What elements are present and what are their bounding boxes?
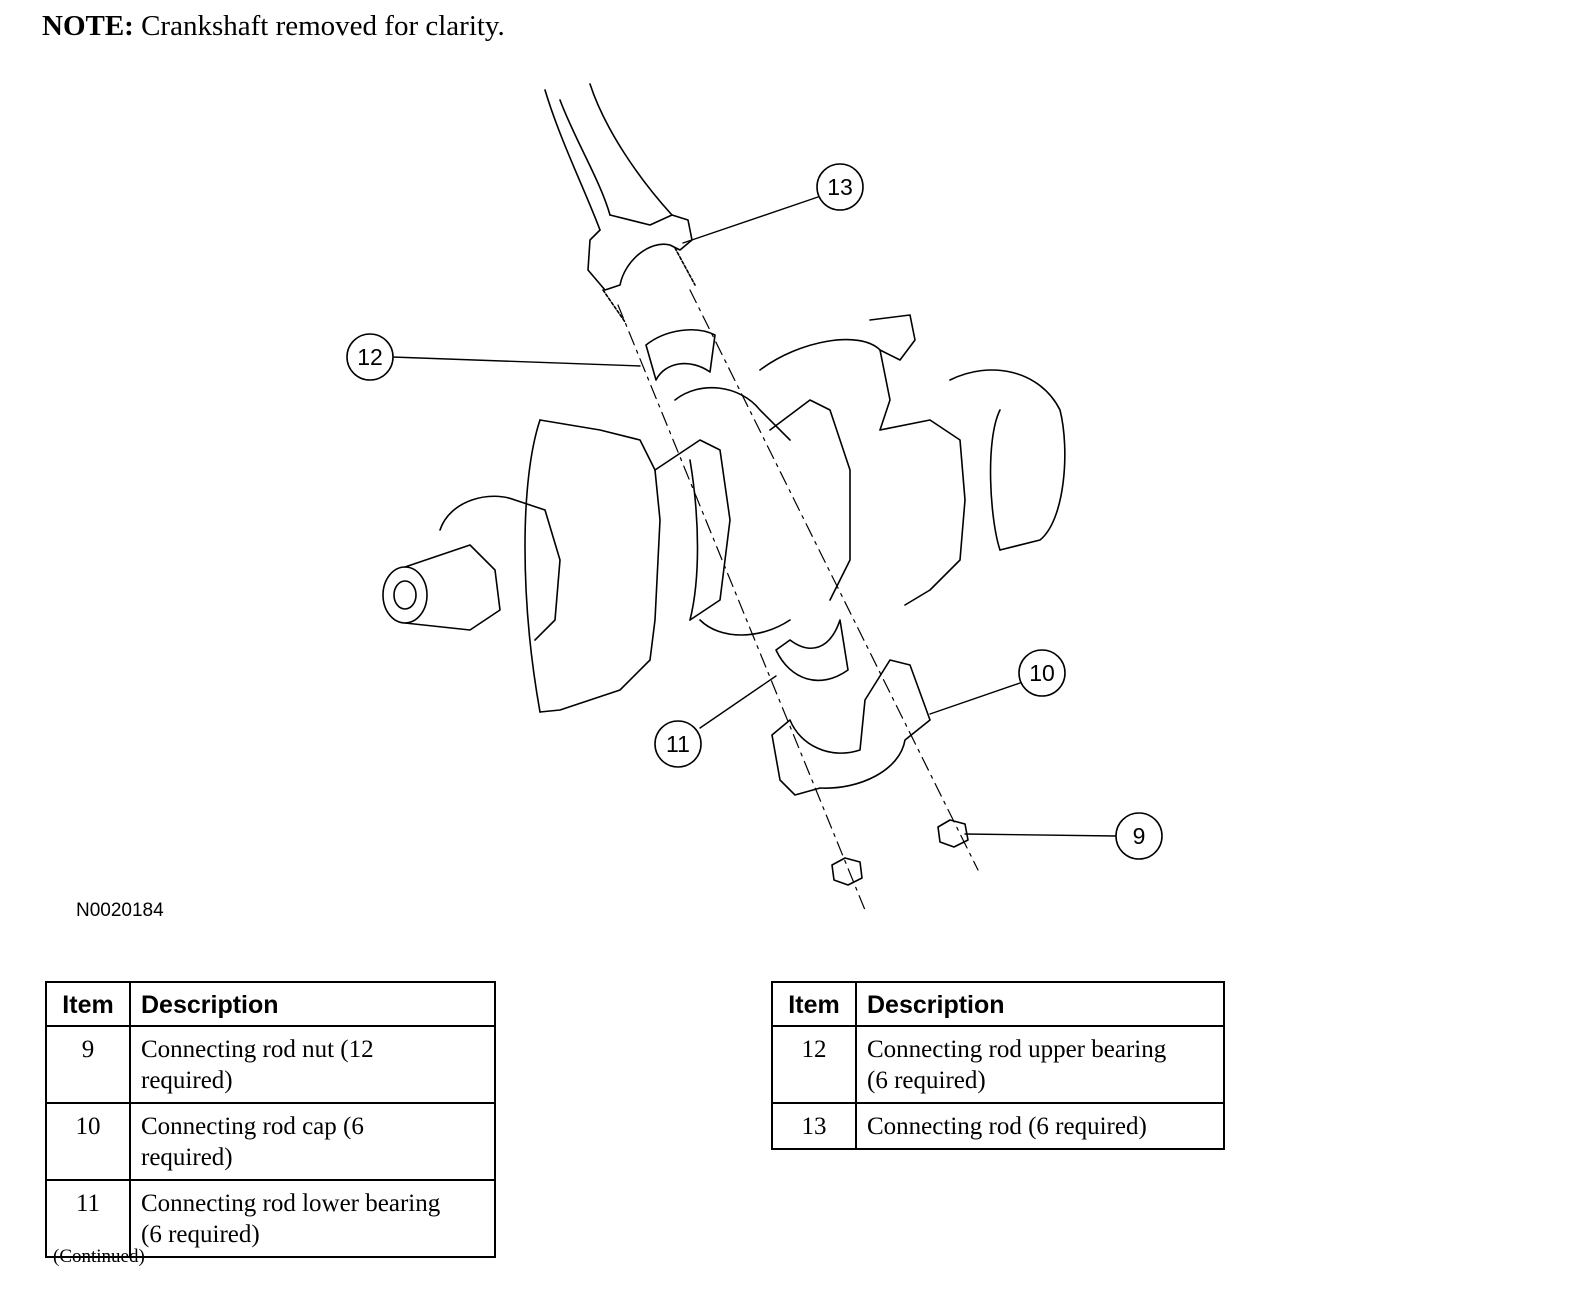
callout-11-circle: [654, 720, 702, 768]
desc-line: required): [141, 1067, 233, 1094]
header-item: Item: [45, 981, 131, 1027]
desc-line: Connecting rod upper bearing: [867, 1036, 1167, 1063]
row-description: Connecting rod cap (6 required): [129, 1102, 496, 1181]
table-row: 11 Connecting rod lower bearing (6 requir…: [45, 1179, 496, 1258]
desc-line: Connecting rod cap (6: [141, 1113, 364, 1140]
callout-12-label: 12: [357, 344, 383, 370]
parts-table-right: Item Description 12 Connecting rod upper…: [771, 981, 1225, 1150]
desc-line: Connecting rod lower bearing: [141, 1190, 441, 1217]
exploded-view-diagram: 13 12 10 11 9: [346, 83, 1163, 911]
header-description: Description: [855, 981, 1225, 1027]
note-text: Crankshaft removed for clarity.: [141, 10, 505, 42]
callout-10-label: 10: [1029, 660, 1055, 686]
desc-line: (6 required): [867, 1067, 986, 1094]
continued-label: (Continued): [53, 1246, 145, 1267]
callout-11-label: 11: [666, 731, 690, 757]
callout-13-label: 13: [827, 174, 853, 200]
row-item: 12: [771, 1025, 857, 1104]
desc-line: required): [141, 1144, 233, 1171]
desc-line: (6 required): [141, 1221, 260, 1248]
row-description: Connecting rod lower bearing (6 required): [129, 1179, 496, 1258]
callout-9-circle: [1115, 812, 1163, 860]
row-item: 9: [45, 1025, 131, 1104]
note-label: NOTE:: [42, 10, 134, 42]
rod-nut-drawing: [831, 857, 863, 886]
desc-line: Connecting rod nut (12: [141, 1036, 374, 1063]
rod-cap-drawing: [771, 659, 931, 796]
table-row: 10 Connecting rod cap (6 required): [45, 1102, 496, 1181]
table-row: 9 Connecting rod nut (12 required): [45, 1025, 496, 1104]
table-header-row: Item Description: [771, 981, 1225, 1027]
row-item: 13: [771, 1102, 857, 1150]
callout-10-circle: [1018, 649, 1066, 697]
callout-12-circle: [346, 333, 394, 381]
upper-bearing-drawing: [645, 329, 716, 381]
row-item: 11: [45, 1179, 131, 1258]
row-item: 10: [45, 1102, 131, 1181]
row-description: Connecting rod (6 required): [855, 1102, 1225, 1150]
header-item: Item: [771, 981, 857, 1027]
crankshaft-drawing: [382, 314, 1066, 713]
note: NOTE: Crankshaft removed for clarity.: [42, 10, 505, 43]
callout-13-circle: [816, 163, 864, 211]
figure-code: N0020184: [76, 900, 164, 921]
table-row: 13 Connecting rod (6 required): [771, 1102, 1225, 1150]
row-description: Connecting rod upper bearing (6 required): [855, 1025, 1225, 1104]
rod-nut-drawing: [937, 819, 969, 848]
lower-bearing-drawing: [775, 619, 849, 682]
table-row: 12 Connecting rod upper bearing (6 requir…: [771, 1025, 1225, 1104]
callout-9-label: 9: [1133, 823, 1146, 849]
row-description: Connecting rod nut (12 required): [129, 1025, 496, 1104]
header-description: Description: [129, 981, 496, 1027]
table-header-row: Item Description: [45, 981, 496, 1027]
parts-table-left: Item Description 9 Connecting rod nut (1…: [45, 981, 496, 1258]
connecting-rod-drawing: [544, 83, 696, 323]
